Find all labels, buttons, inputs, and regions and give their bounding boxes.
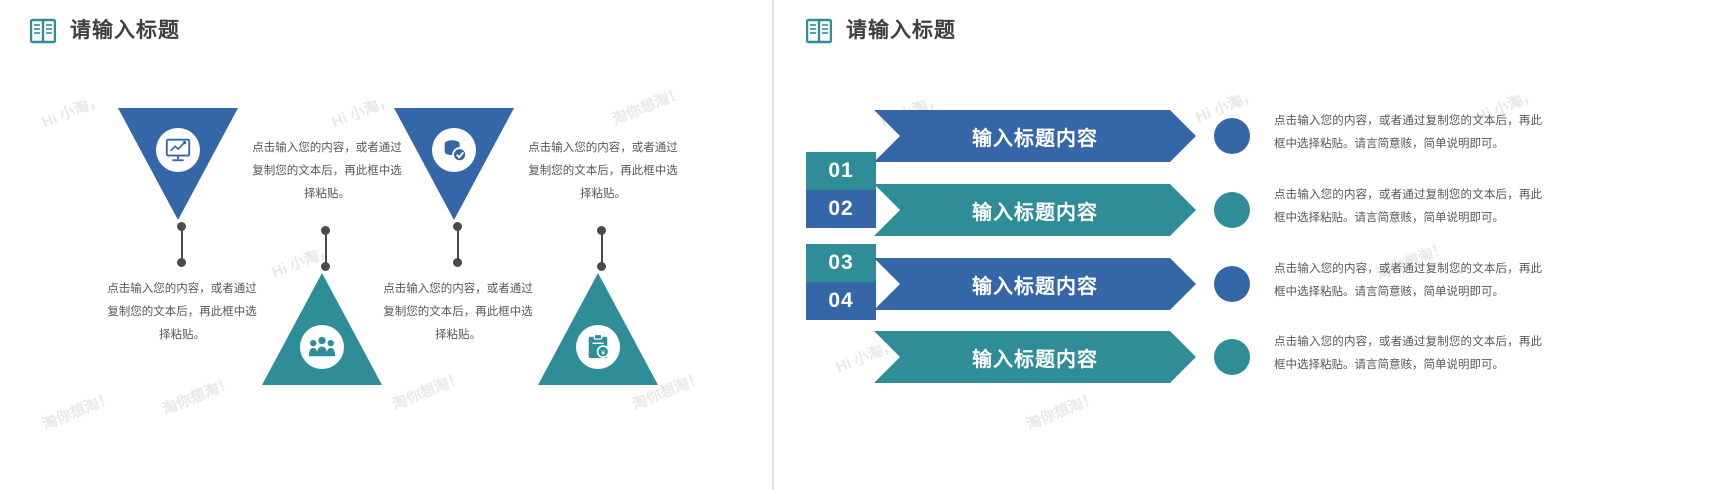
row-number-badge-2: 02 — [806, 190, 876, 228]
slide-right-header: 请输入标题 — [805, 18, 956, 44]
watermark: Hi 小淘， — [329, 91, 396, 132]
connector-dot-bottom-3 — [453, 258, 462, 267]
watermark: 淘你想淘！ — [39, 389, 116, 434]
watermark: Hi 小淘， — [39, 91, 106, 132]
row-title-band-4[interactable]: 输入标题内容 — [874, 331, 1196, 383]
connector-line-2 — [325, 232, 327, 264]
row-text-1: 点击输入您的内容，或者通过复制您的文本后，再此框中选择粘贴。请言简意赅，简单说明… — [1274, 115, 1542, 150]
row-text-4: 点击输入您的内容，或者通过复制您的文本后，再此框中选择粘贴。请言简意赅，简单说明… — [1274, 336, 1542, 371]
page-title: 请输入标题 — [70, 19, 180, 42]
watermark: 淘你想淘！ — [389, 369, 466, 414]
slide-left: Hi 小淘， Hi 小淘， 淘你想淘！ 淘你想淘！ 淘你想淘！ 淘你想淘！ 淘你… — [0, 0, 772, 490]
row-text-3: 点击输入您的内容，或者通过复制您的文本后，再此框中选择粘贴。请言简意赅，简单说明… — [1274, 263, 1542, 298]
coins-check-icon — [432, 128, 476, 172]
connector-dot-top-2 — [321, 226, 330, 235]
row-title-band-2[interactable]: 输入标题内容 — [874, 184, 1196, 236]
row-number-badge-1: 01 — [806, 152, 876, 190]
item-text-1: 点击输入您的内容，或者通过复制您的文本后，再此框中选择粘贴。 — [107, 283, 257, 341]
connector-line-1 — [181, 228, 183, 260]
row-text-2: 点击输入您的内容，或者通过复制您的文本后，再此框中选择粘贴。请言简意赅，简单说明… — [1274, 189, 1542, 224]
clipboard-money-icon: ¥ — [576, 325, 620, 369]
item-text-2: 点击输入您的内容，或者通过复制您的文本后，再此框中选择粘贴。 — [252, 142, 402, 200]
row-bullet-1 — [1214, 118, 1250, 154]
watermark: 淘你想淘！ — [159, 374, 236, 419]
people-group-icon — [300, 325, 344, 369]
row-title-band-3[interactable]: 输入标题内容 — [874, 258, 1196, 310]
book-icon — [805, 18, 833, 44]
connector-dot-top-3 — [453, 222, 462, 231]
item-text-4: 点击输入您的内容，或者通过复制您的文本后，再此框中选择粘贴。 — [528, 142, 678, 200]
slide-left-header: 请输入标题 — [29, 18, 180, 44]
row-number-badge-3: 03 — [806, 244, 876, 282]
watermark: 淘你想淘！ — [609, 84, 686, 129]
book-icon — [29, 18, 57, 44]
watermark: 淘你想淘！ — [1023, 389, 1100, 434]
svg-text:¥: ¥ — [601, 348, 606, 357]
connector-dot-bottom-1 — [177, 258, 186, 267]
connector-dot-bottom-4 — [597, 262, 606, 271]
row-bullet-3 — [1214, 266, 1250, 302]
slide-divider — [772, 0, 774, 490]
page-title: 请输入标题 — [846, 19, 956, 42]
connector-dot-top-4 — [597, 226, 606, 235]
connector-line-3 — [457, 228, 459, 260]
row-title-band-1[interactable]: 输入标题内容 — [874, 110, 1196, 162]
row-bullet-4 — [1214, 339, 1250, 375]
connector-dot-top-1 — [177, 222, 186, 231]
connector-line-4 — [601, 232, 603, 264]
row-number-badge-4: 04 — [806, 282, 876, 320]
item-text-3: 点击输入您的内容，或者通过复制您的文本后，再此框中选择粘贴。 — [383, 283, 533, 341]
slide-right: Hi 小淘， Hi 小淘， Hi 小淘， Hi 小淘， 淘你想淘！ 淘你想淘！ … — [774, 0, 1720, 490]
presentation-chart-icon — [156, 128, 200, 172]
connector-dot-bottom-2 — [321, 262, 330, 271]
row-bullet-2 — [1214, 192, 1250, 228]
